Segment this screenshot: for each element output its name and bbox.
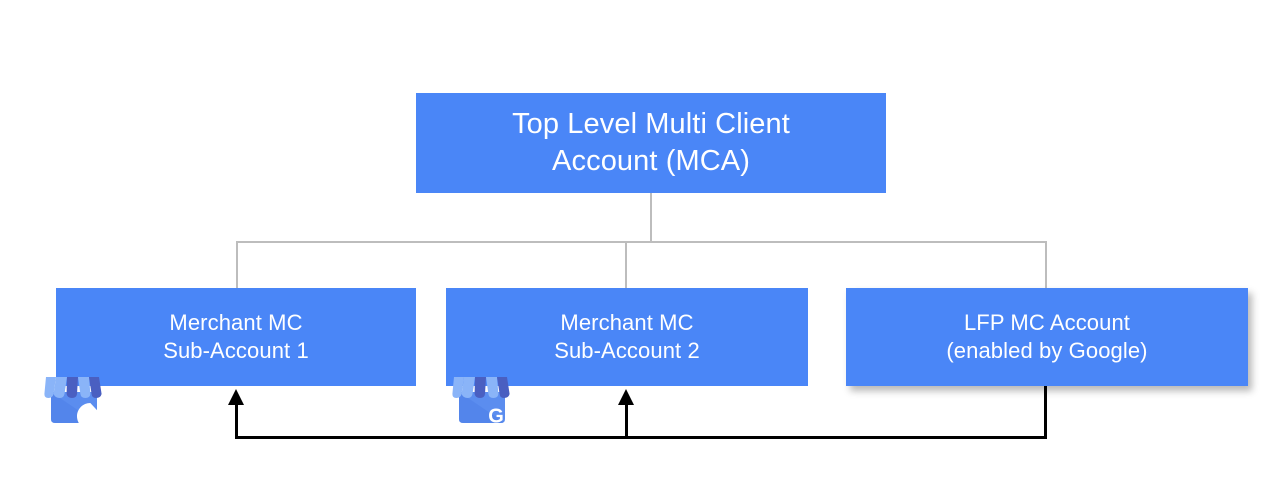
connector-drop-to-lfp-account: [1045, 241, 1047, 289]
node-lfp-mc-account[interactable]: LFP MC Account (enabled by Google): [846, 288, 1248, 386]
arrowhead-into-sub-account-1: [228, 389, 244, 405]
connector-mca-vertical-drop: [650, 193, 652, 242]
node-merchant-mc-sub-account-1[interactable]: Merchant MC Sub-Account 1: [56, 288, 416, 386]
arrowhead-into-sub-account-2: [618, 389, 634, 405]
flow-line-up-to-sub-account-2: [625, 400, 628, 438]
node-merchant-mc-sub-account-2-label: Merchant MC Sub-Account 2: [554, 310, 700, 363]
flow-line-horizontal: [235, 436, 1047, 439]
svg-text:G: G: [80, 405, 96, 427]
connector-horizontal-bus: [236, 241, 1047, 243]
connector-drop-to-sub-account-2: [625, 241, 627, 289]
svg-text:G: G: [488, 405, 504, 427]
node-merchant-mc-sub-account-1-label: Merchant MC Sub-Account 1: [163, 310, 309, 363]
google-my-business-icon: G: [449, 367, 515, 433]
node-top-level-mca[interactable]: Top Level Multi Client Account (MCA): [416, 93, 886, 193]
flow-line-from-lfp-down: [1044, 386, 1047, 439]
flow-line-up-to-sub-account-1: [235, 400, 238, 438]
connector-drop-to-sub-account-1: [236, 241, 238, 289]
google-my-business-icon: G: [41, 367, 107, 433]
node-top-level-mca-label: Top Level Multi Client Account (MCA): [512, 108, 790, 177]
node-merchant-mc-sub-account-2[interactable]: Merchant MC Sub-Account 2: [446, 288, 808, 386]
node-lfp-mc-account-label: LFP MC Account (enabled by Google): [946, 310, 1148, 363]
